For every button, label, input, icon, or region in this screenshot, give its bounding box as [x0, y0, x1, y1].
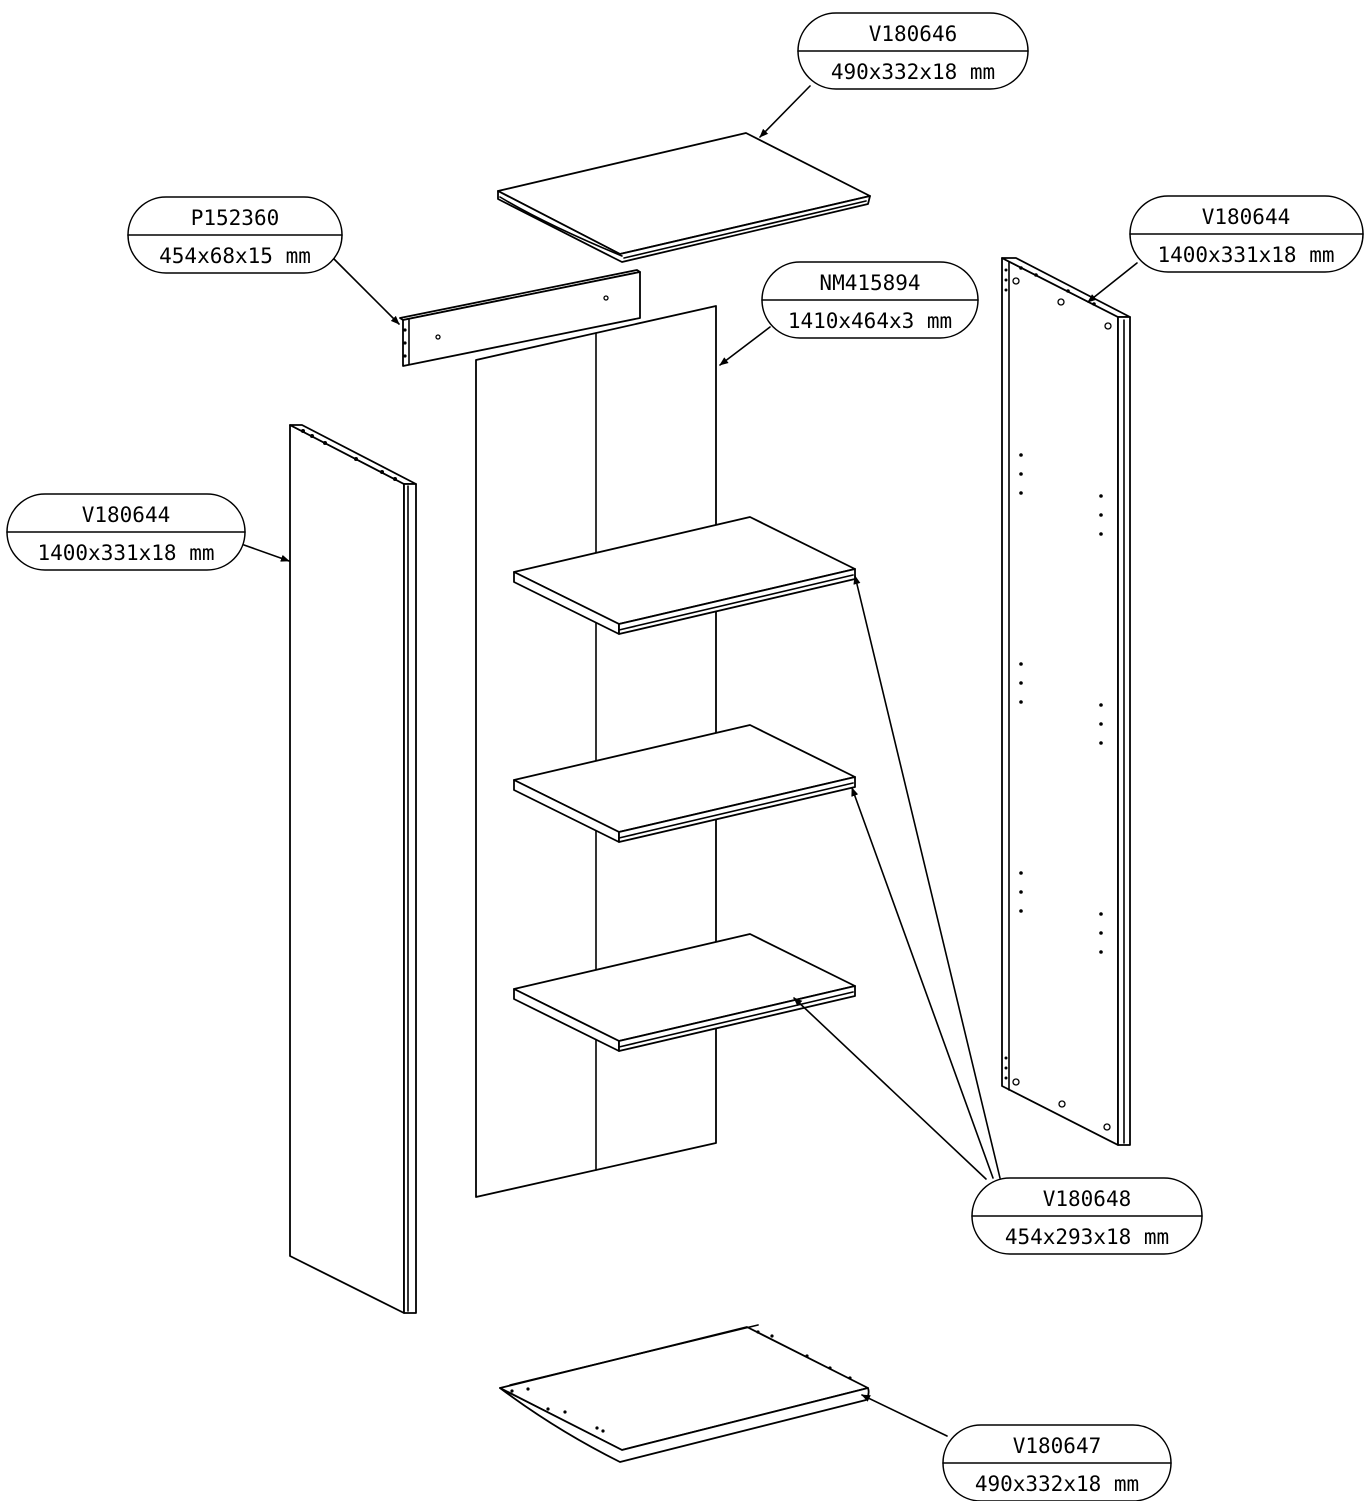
bottom-panel — [499, 1324, 870, 1463]
shelf-1 — [513, 516, 856, 635]
right-side-panel — [1001, 257, 1131, 1146]
right-panel-holes — [1004, 266, 1112, 1131]
callout-size: 454x68x15 mm — [159, 244, 311, 268]
top-panel — [497, 132, 871, 263]
callout-size: 454x293x18 mm — [1005, 1225, 1169, 1249]
callout-rail: P152360 454x68x15 mm — [127, 196, 343, 274]
callout-size: 1400x331x18 mm — [37, 541, 214, 565]
callout-size: 1400x331x18 mm — [1157, 243, 1334, 267]
callout-top-panel: V180646 490x332x18 mm — [797, 12, 1029, 90]
callout-shelves: V180648 454x293x18 mm — [971, 1177, 1203, 1255]
callout-code: V180646 — [869, 22, 958, 46]
callout-size: 1410x464x3 mm — [788, 309, 952, 333]
callout-back-panel: NM415894 1410x464x3 mm — [761, 261, 979, 339]
rail-piece — [399, 269, 641, 367]
callout-code: V180647 — [1013, 1434, 1102, 1458]
callout-left-side-panel: V180644 1400x331x18 mm — [6, 493, 246, 571]
left-panel-holes — [301, 429, 397, 481]
callout-right-side-panel: V180644 1400x331x18 mm — [1129, 195, 1364, 273]
leader-lines — [243, 85, 1138, 1437]
callout-code: V180644 — [82, 503, 171, 527]
callout-code: P152360 — [191, 206, 280, 230]
callout-bottom-panel: V180647 490x332x18 mm — [942, 1424, 1172, 1501]
callout-code: NM415894 — [819, 271, 920, 295]
left-side-panel — [289, 424, 417, 1314]
callout-size: 490x332x18 mm — [831, 60, 995, 84]
callout-code: V180644 — [1202, 205, 1291, 229]
callout-size: 490x332x18 mm — [975, 1472, 1139, 1496]
shelf-2 — [513, 724, 856, 843]
callout-code: V180648 — [1043, 1187, 1132, 1211]
